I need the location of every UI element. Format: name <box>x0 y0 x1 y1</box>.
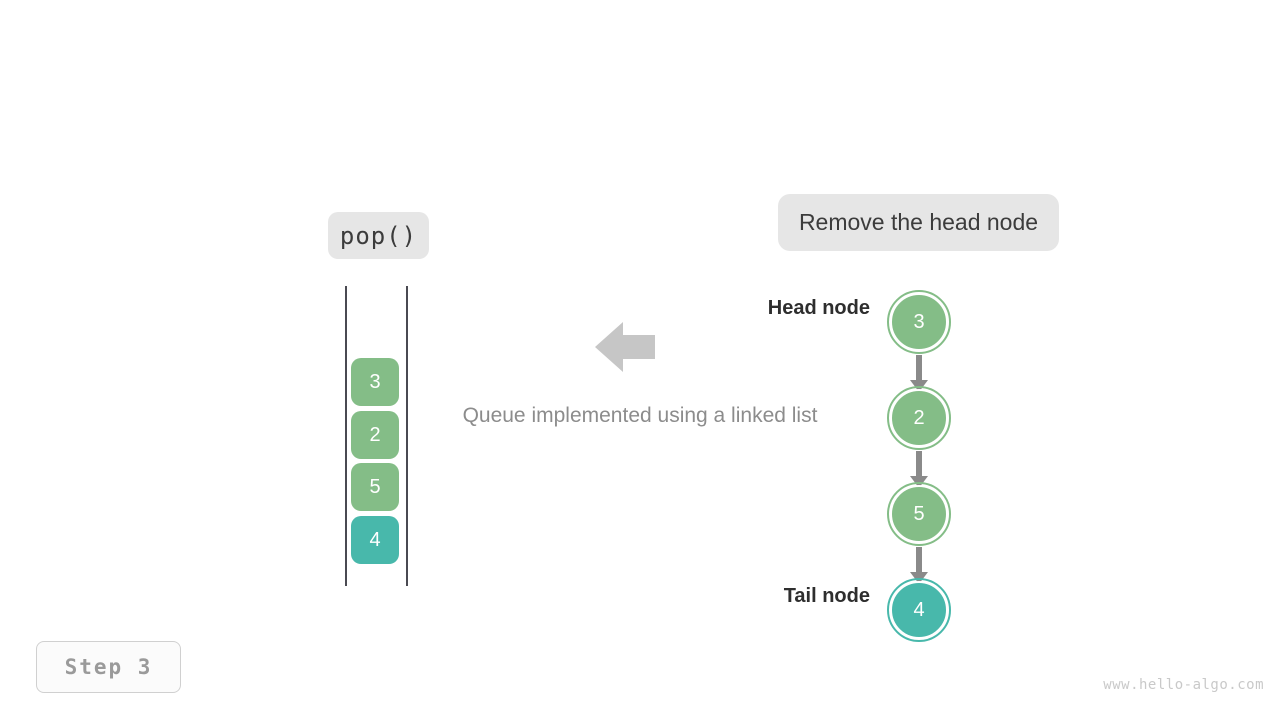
tail-node-label: Tail node <box>783 585 870 607</box>
linked-list-node: 4 <box>887 578 951 642</box>
queue-item: 3 <box>351 358 399 406</box>
queue-item: 5 <box>351 463 399 511</box>
linked-list-connector-arrow-icon <box>910 547 928 584</box>
queue-column: 3 2 5 4 <box>344 286 410 586</box>
linked-list-node-value: 5 <box>913 502 925 525</box>
queue-rail-left <box>345 286 347 586</box>
queue-item: 2 <box>351 411 399 459</box>
queue-item-value: 5 <box>369 475 381 498</box>
linked-list-diagram: 3 2 5 4 Head node Tail node <box>740 286 970 646</box>
queue-item: 4 <box>351 516 399 564</box>
linked-list-node-value: 3 <box>913 310 925 333</box>
operation-label: pop() <box>328 212 429 259</box>
head-node-label: Head node <box>767 297 870 319</box>
linked-list-node: 5 <box>887 482 951 546</box>
linked-list-node: 3 <box>887 290 951 354</box>
queue-item-value: 2 <box>369 423 381 446</box>
queue-item-value: 4 <box>369 528 381 551</box>
diagram-caption: Queue implemented using a linked list <box>462 404 818 427</box>
linked-list-connector-arrow-icon <box>910 451 928 488</box>
queue-rail-right <box>406 286 408 586</box>
arrow-left-icon <box>595 320 655 374</box>
action-label: Remove the head node <box>778 194 1059 251</box>
queue-item-value: 3 <box>369 370 381 393</box>
linked-list-connector-arrow-icon <box>910 355 928 392</box>
linked-list-node-value: 2 <box>913 406 925 429</box>
linked-list-node: 2 <box>887 386 951 450</box>
watermark: www.hello-algo.com <box>1103 677 1264 693</box>
step-badge: Step 3 <box>36 641 181 693</box>
linked-list-node-value: 4 <box>913 598 925 621</box>
